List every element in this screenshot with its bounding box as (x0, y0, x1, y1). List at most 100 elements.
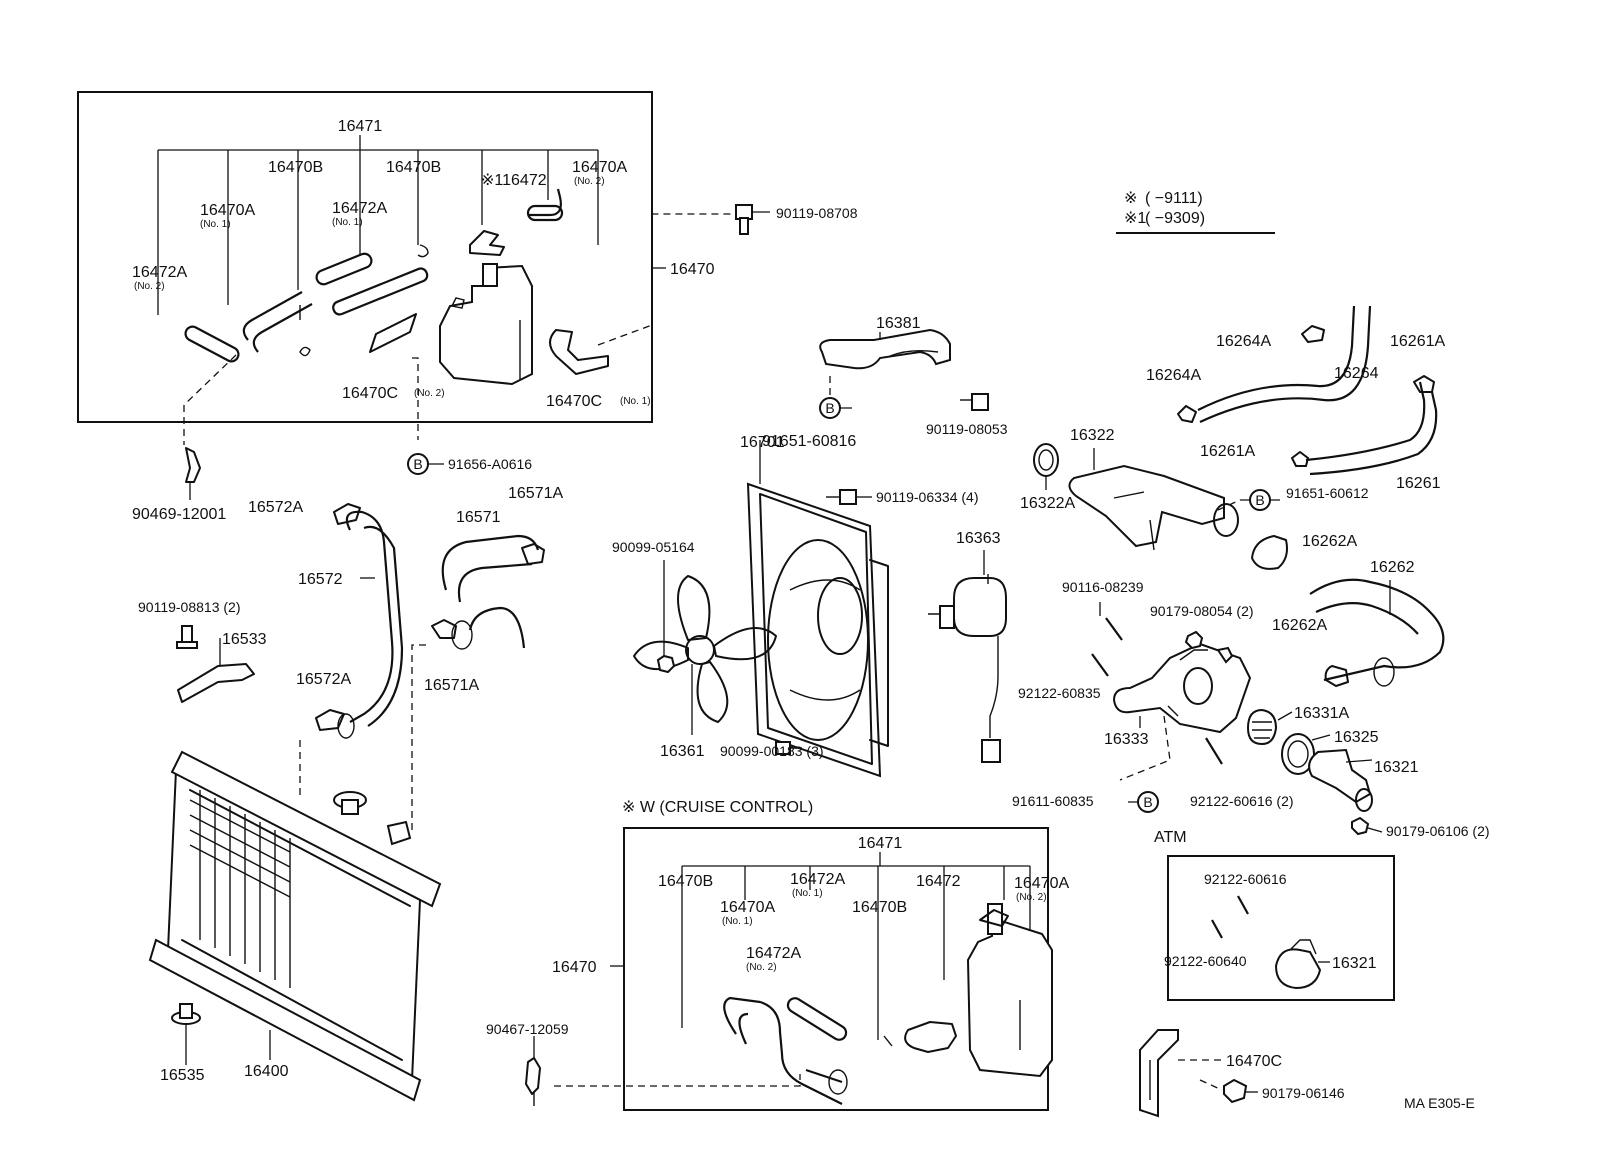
label-90119-08708: 90119-08708 (776, 205, 858, 221)
label-cruise-16470a-no2-sub: (No. 2) (1016, 892, 1047, 903)
label-90179-06146: 90179-06146 (1262, 1085, 1345, 1101)
label-atm-16321: 16321 (1332, 955, 1377, 972)
reference-bubbles (407, 397, 1280, 813)
label-16572a-bot: 16572A (296, 671, 351, 688)
bracket-16533 (176, 625, 255, 703)
label-cruise-16472a-no1-sub: (No. 1) (792, 888, 823, 899)
cruise-control-title: ※ W (CRUISE CONTROL) (622, 799, 813, 816)
label-16472a-no2-top-sub: (No. 2) (134, 281, 165, 292)
lower-radiator-hose (431, 534, 545, 650)
label-16472a-no2-top: 16472A (132, 264, 187, 281)
label-16322a: 16322A (1020, 495, 1075, 512)
label-90099-00183: 90099-00183 (3) (720, 743, 824, 759)
label-16470c-no1: 16470C (546, 393, 602, 410)
label-16322: 16322 (1070, 427, 1115, 444)
label-16331a: 16331A (1294, 705, 1349, 722)
inlet-cover-16321 (1308, 748, 1383, 836)
label-cruise-16470a-no2: 16470A (1014, 875, 1069, 892)
label-16470a-no2-top-sub: (No. 2) (574, 176, 605, 187)
water-inlet-16333 (1112, 642, 1252, 781)
label-91651-60816: 91651-60816 (762, 433, 856, 450)
label-cruise-16472a-no2: 16472A (746, 945, 801, 962)
label-16261: 16261 (1396, 475, 1441, 492)
bolt-90119-08053 (960, 393, 989, 411)
thermostat-16331a (1246, 708, 1293, 746)
bracket-16470c-right (1139, 1029, 1258, 1118)
cruise-control-box (554, 827, 1053, 1111)
label-16470c-no2: 16470C (342, 385, 398, 402)
label-16572a-top: 16572A (248, 499, 303, 516)
label-cruise-16470: 16470 (552, 959, 597, 976)
fan-shroud-16701 (746, 440, 889, 778)
bypass-hose-16264 (1177, 305, 1372, 423)
label-90469-12001: 90469-12001 (132, 506, 226, 523)
label-cruise-16470b-r: 16470B (852, 899, 907, 916)
label-90179-08054: 90179-08054 (2) (1150, 603, 1254, 619)
upper-radiator-hose (315, 503, 404, 739)
legend-row1-mark: ※ (1124, 190, 1137, 207)
label-atm-92122-60616: 92122-60616 (1204, 871, 1287, 887)
fan-blade-16361 (633, 575, 777, 735)
label-cruise-16470a-no1-sub: (No. 1) (722, 916, 753, 927)
label-116472: ※116472 (481, 172, 547, 189)
label-cruise-16470a-no1: 16470A (720, 899, 775, 916)
legend-row1-range: ( −9111) (1145, 190, 1203, 207)
bubble-b-2: B (825, 400, 834, 416)
label-16264: 16264 (1334, 365, 1379, 382)
label-90179-06106: 90179-06106 (2) (1386, 823, 1490, 839)
label-16325: 16325 (1334, 729, 1379, 746)
label-16261a-mid: 16261A (1200, 443, 1255, 460)
label-16571a-bot: 16571A (424, 677, 479, 694)
bolt-90119-06334 (826, 489, 872, 505)
label-16470a-no1-top-sub: (No. 1) (200, 219, 231, 230)
bubble-b-1: B (413, 456, 422, 472)
water-outlet-16322 (1068, 448, 1239, 551)
label-90116-08239: 90116-08239 (1062, 579, 1144, 595)
label-16470c-no2-sub: (No. 2) (414, 388, 445, 399)
label-16321: 16321 (1374, 759, 1419, 776)
label-90119-08813: 90119-08813 (2) (138, 599, 240, 615)
label-16264a-mid: 16264A (1146, 367, 1201, 384)
label-90119-06334: 90119-06334 (4) (876, 489, 978, 505)
label-atm-92122-60640: 92122-60640 (1164, 953, 1247, 969)
label-16264a-top: 16264A (1216, 333, 1271, 350)
applicability-legend: ※ ( −9111) ※1 ( −9309) (1116, 190, 1275, 234)
label-16472a-no1-top: 16472A (332, 200, 387, 217)
label-16361: 16361 (660, 743, 705, 760)
label-91611-60835: 91611-60835 (1012, 793, 1094, 809)
label-16363: 16363 (956, 530, 1001, 547)
label-16470b-top-b: 16470B (386, 159, 441, 176)
label-16381: 16381 (876, 315, 921, 332)
studs-and-nuts-right (1091, 602, 1234, 765)
water-hose-16261 (1291, 375, 1438, 476)
label-16470a-no1-top: 16470A (200, 202, 255, 219)
label-91656-a0616: 91656-A0616 (448, 456, 532, 472)
gasket-16322a (1033, 443, 1059, 490)
label-90119-08053: 90119-08053 (926, 421, 1008, 437)
label-92122-60616-2: 92122-60616 (2) (1190, 793, 1294, 809)
label-16470b-top-a: 16470B (268, 159, 323, 176)
bracket-16381 (819, 328, 951, 400)
label-cruise-16470b-l: 16470B (658, 873, 713, 890)
hose-16262 (1251, 535, 1445, 687)
clip-90469 (185, 447, 201, 483)
label-cruise-16471: 16471 (858, 835, 903, 852)
label-16262a-top: 16262A (1302, 533, 1357, 550)
label-cruise-16472a-no1: 16472A (790, 871, 845, 888)
fan-motor-16363 (928, 550, 1007, 763)
label-16571a-top: 16571A (508, 485, 563, 502)
reservoir-group-box (77, 91, 734, 440)
clip-90467 (525, 1036, 541, 1106)
label-16571: 16571 (456, 509, 501, 526)
label-16533: 16533 (222, 631, 267, 648)
label-16261a-top: 16261A (1390, 333, 1445, 350)
atm-title: ATM (1154, 829, 1187, 846)
label-16471-top: 16471 (338, 118, 383, 135)
label-90099-05164: 90099-05164 (612, 539, 695, 555)
label-cruise-16472a-no2-sub: (No. 2) (746, 962, 777, 973)
label-16400: 16400 (244, 1063, 289, 1080)
label-16701: 16701 (740, 434, 785, 451)
bubble-b-4: B (1143, 794, 1152, 810)
nut-90099-05164 (656, 560, 676, 674)
